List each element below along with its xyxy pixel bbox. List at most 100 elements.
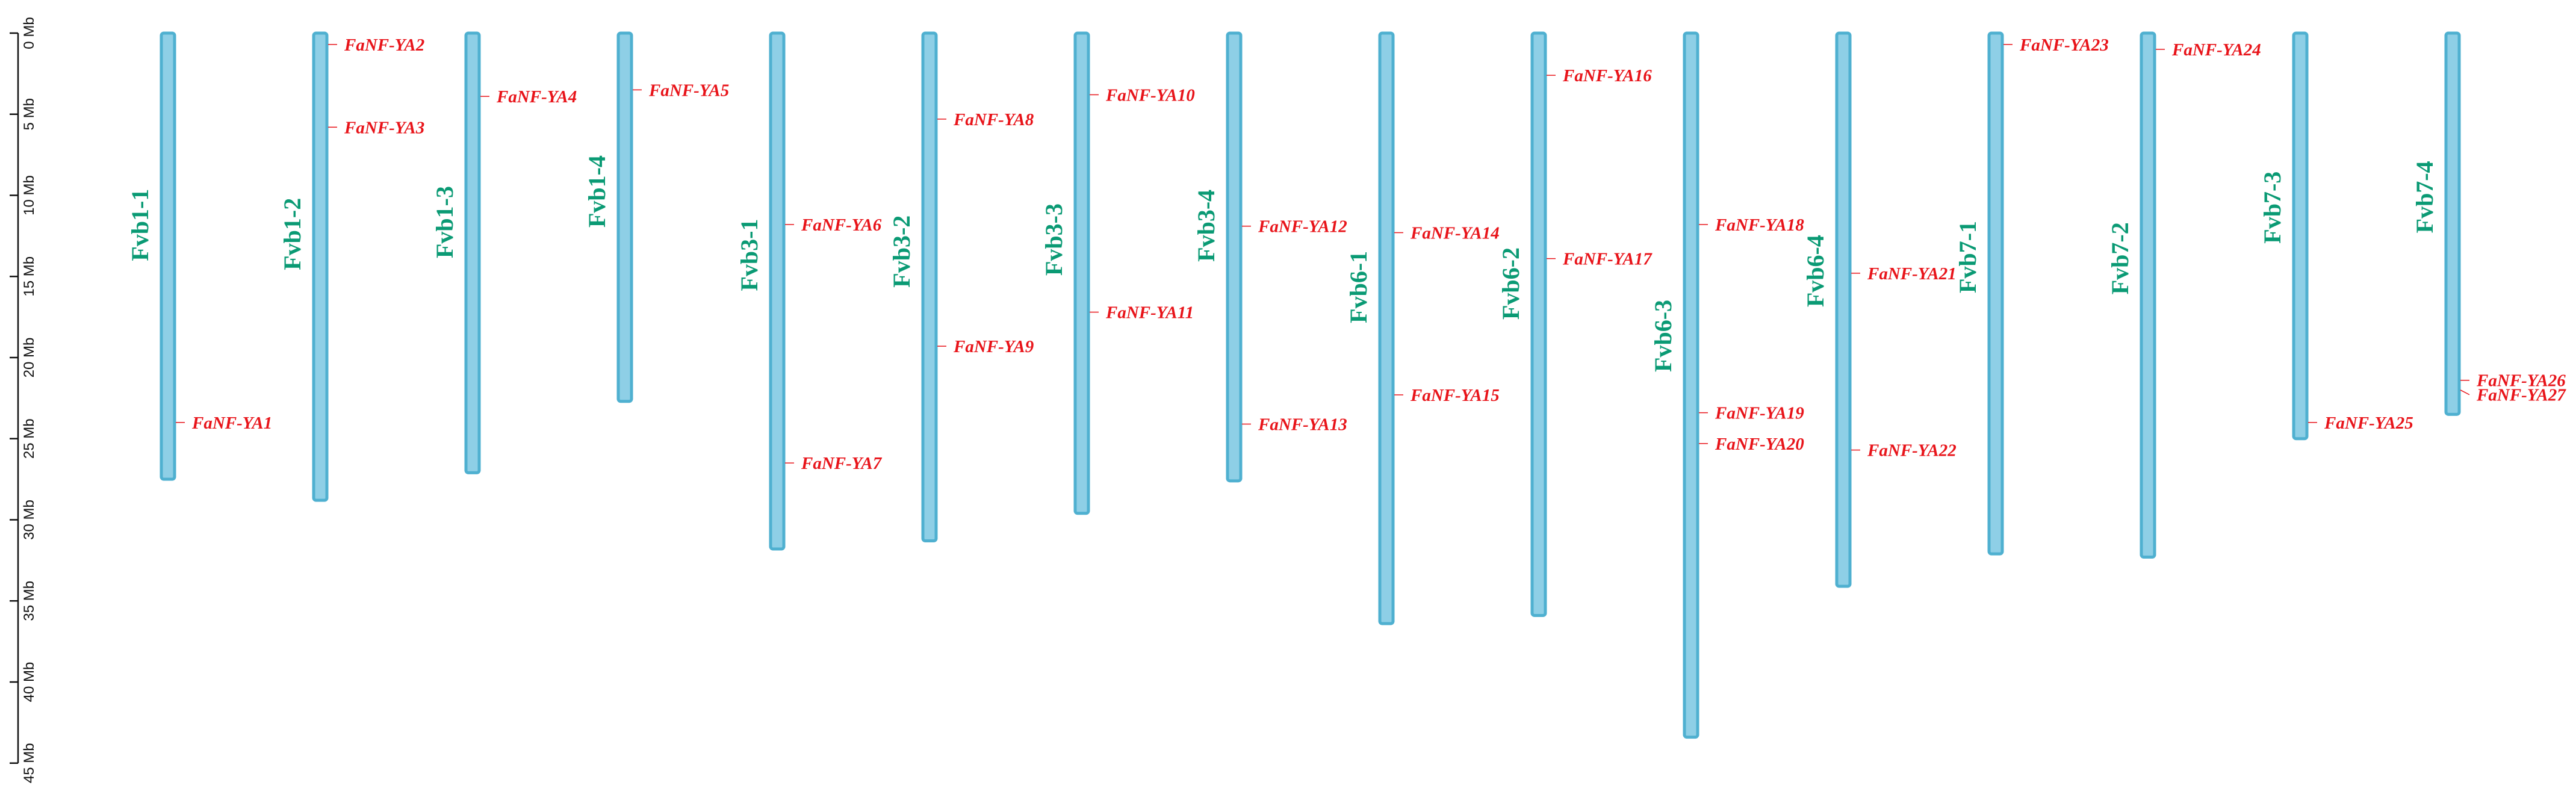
gene-label: FaNF-YA26	[2476, 371, 2566, 391]
chromosome-label: Fvb6-2	[1497, 247, 1524, 320]
chromosome-fvb7-2: Fvb7-2 FaNF-YA24	[2106, 31, 2261, 559]
chromosome-bar	[616, 31, 633, 403]
gene-label: FaNF-YA17	[1562, 250, 1653, 269]
gene-marker: FaNF-YA18	[1699, 215, 1804, 235]
gene-marker: FaNF-YA23	[2003, 36, 2109, 55]
chromosome-bar	[1378, 31, 1395, 625]
gene-label: FaNF-YA16	[1562, 66, 1652, 85]
gene-tick	[2460, 389, 2470, 395]
chromosome-bar	[2444, 31, 2461, 416]
gene-marker: FaNF-YA16	[1547, 66, 1652, 85]
gene-label: FaNF-YA12	[1258, 217, 1347, 237]
gene-label: FaNF-YA11	[1105, 303, 1194, 323]
gene-label: FaNF-YA23	[2019, 36, 2109, 55]
chromosome-fvb1-3: Fvb1-3 FaNF-YA4	[431, 31, 577, 474]
chromosome-bar	[464, 31, 481, 474]
gene-marker: FaNF-YA11	[1090, 303, 1194, 323]
gene-marker: FaNF-YA9	[937, 337, 1034, 356]
gene-marker: FaNF-YA14	[1394, 223, 1500, 243]
gene-marker: FaNF-YA25	[2308, 414, 2413, 433]
gene-marker: FaNF-YA8	[937, 110, 1034, 129]
gene-label: FaNF-YA18	[1715, 215, 1804, 235]
chromosome-bar	[2140, 31, 2156, 559]
gene-marker: FaNF-YA10	[1090, 85, 1195, 105]
gene-marker: FaNF-YA2	[328, 36, 424, 55]
gene-marker: FaNF-YA21	[1851, 264, 1957, 284]
chromosome-label: Fvb7-2	[2106, 222, 2134, 294]
chromosome-label: Fvb1-3	[431, 186, 458, 258]
gene-marker: FaNF-YA1	[176, 414, 272, 433]
gene-label: FaNF-YA21	[1867, 264, 1957, 284]
y-axis-tick-label: 20 Mb	[21, 338, 37, 378]
gene-label: FaNF-YA13	[1258, 415, 1347, 434]
chromosome-bar	[312, 31, 329, 502]
chromosome-bar	[921, 31, 938, 543]
chromosome-label: Fvb1-1	[126, 189, 154, 261]
gene-marker: FaNF-YA12	[1242, 217, 1347, 237]
chromosome-label: Fvb1-2	[279, 198, 306, 270]
y-axis-tick-label: 45 Mb	[21, 743, 37, 783]
chromosome-label: Fvb3-4	[1193, 190, 1220, 262]
chromosome-label: Fvb6-4	[1802, 235, 1829, 307]
chromosome-label: Fvb3-1	[736, 219, 763, 291]
gene-label: FaNF-YA7	[801, 454, 883, 473]
chromosome-fvb1-4: Fvb1-4 FaNF-YA5	[583, 31, 729, 403]
gene-marker: FaNF-YA15	[1394, 386, 1500, 405]
chromosome-bar	[1683, 31, 1699, 739]
chromosome-label: Fvb7-3	[2259, 172, 2286, 244]
gene-marker: FaNF-YA4	[480, 87, 577, 107]
gene-marker: FaNF-YA19	[1699, 404, 1804, 423]
y-axis-tick-label: 30 Mb	[21, 500, 37, 540]
chromosome-label: Fvb6-1	[1345, 251, 1372, 323]
chromosome-bar	[2292, 31, 2309, 441]
gene-marker: FaNF-YA26	[2460, 371, 2566, 391]
gene-label: FaNF-YA24	[2171, 40, 2261, 60]
gene-label: FaNF-YA25	[2324, 414, 2413, 433]
gene-label: FaNF-YA3	[344, 118, 424, 137]
gene-marker: FaNF-YA6	[785, 215, 882, 235]
y-axis-tick-label: 10 Mb	[21, 175, 37, 215]
gene-marker: FaNF-YA5	[633, 81, 729, 100]
gene-label: FaNF-YA6	[801, 215, 882, 235]
gene-label: FaNF-YA8	[953, 110, 1034, 129]
chromosome-bar	[160, 31, 176, 481]
chromosome-label: Fvb1-4	[583, 155, 610, 228]
gene-marker: FaNF-YA13	[1242, 415, 1347, 434]
gene-label: FaNF-YA2	[344, 36, 424, 55]
y-axis-tick-label: 5 Mb	[21, 98, 37, 130]
gene-label: FaNF-YA10	[1105, 85, 1195, 105]
chromosome-label: Fvb7-1	[1954, 221, 1981, 293]
chromosome-bar	[1987, 31, 2004, 556]
gene-marker: FaNF-YA24	[2156, 40, 2261, 60]
chromosome-bar	[1226, 31, 1243, 483]
y-axis-tick-label: 35 Mb	[21, 581, 37, 621]
y-axis-tick-label: 25 Mb	[21, 418, 37, 459]
gene-marker: FaNF-YA7	[785, 454, 883, 473]
y-axis-tick-label: 0 Mb	[21, 17, 37, 49]
gene-label: FaNF-YA15	[1410, 386, 1500, 405]
gene-marker: FaNF-YA22	[1851, 441, 1957, 460]
gene-label: FaNF-YA14	[1410, 223, 1500, 243]
y-axis-tick-label: 40 Mb	[21, 662, 37, 702]
chromosome-bar	[1530, 31, 1547, 618]
gene-label: FaNF-YA5	[648, 81, 729, 100]
gene-label: FaNF-YA22	[1867, 441, 1957, 460]
gene-label: FaNF-YA9	[953, 337, 1034, 356]
gene-marker: FaNF-YA3	[328, 118, 424, 137]
chromosome-fvb7-1: Fvb7-1 FaNF-YA23	[1954, 31, 2109, 556]
gene-marker: FaNF-YA20	[1699, 435, 1804, 454]
chromosome-bar	[769, 31, 786, 551]
chromosome-label: Fvb6-3	[1650, 300, 1677, 372]
chromosome-label: Fvb3-2	[888, 215, 915, 288]
gene-marker: FaNF-YA17	[1547, 250, 1653, 269]
gene-marker: FaNF-YA27	[2460, 386, 2566, 405]
